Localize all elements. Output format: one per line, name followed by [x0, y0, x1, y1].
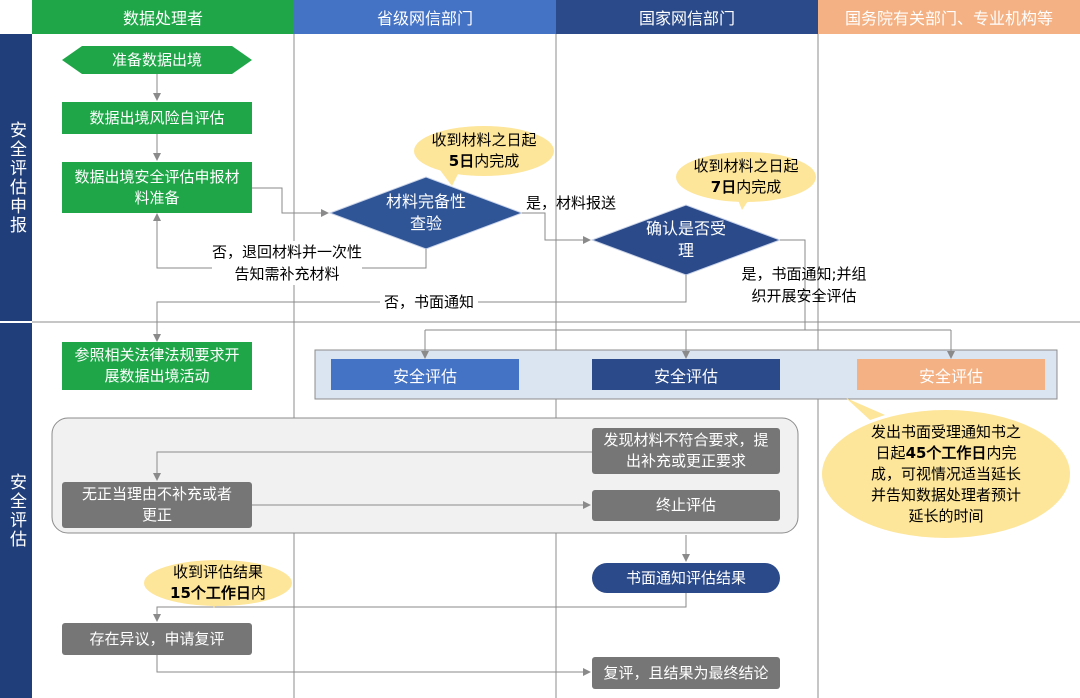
callout-five-b: 5日: [448, 152, 475, 170]
self-assess-node: 数据出境风险自评估: [62, 102, 252, 134]
lane-header-national: 国家网信部门: [556, 0, 818, 34]
lane-header-state-council: 国务院有关部门、专业机构等: [818, 0, 1080, 34]
callout-fortyfive: 发出书面受理通知书之日起45个工作日内完成，可视情况适当延长并告知数据处理者预计…: [822, 410, 1070, 538]
dispute-node: 存在异议，申请复评: [62, 623, 252, 655]
no-notice-label: 否，书面通知: [380, 291, 479, 313]
refer-laws-node: 参照相关法律法规要求开展数据出境活动: [62, 342, 252, 390]
callout-15-c: 内: [250, 584, 266, 602]
header-corner: [0, 0, 32, 34]
prepare-hexagon: [62, 46, 252, 74]
confirm-accept-text: 确认是否受理: [646, 219, 727, 260]
no-return-label: 否，退回材料并一次性告知需补充材料: [212, 241, 363, 285]
callout-five-c: 内完成: [474, 152, 520, 170]
callout-five-a: 收到材料之日起: [431, 131, 537, 149]
callout-seven-days: 收到材料之日起 7日内完成: [676, 152, 816, 202]
eval-state-council: 安全评估: [857, 359, 1045, 390]
phase-assessment-text: 安全评估: [6, 472, 26, 549]
callout-five-days: 收到材料之日起 5日内完成: [414, 126, 554, 176]
callout-45-a: 发出书面受理通知书之日起: [871, 422, 1022, 462]
apply-materials-node: 数据出境安全评估申报材料准备: [62, 162, 252, 213]
lane-header-processor: 数据处理者: [32, 0, 294, 34]
phase-label-application: 安全评估申报: [0, 34, 32, 321]
found-nonconform-node: 发现材料不符合要求，提出补充或更正要求: [592, 428, 780, 474]
eval-provincial: 安全评估: [331, 359, 519, 390]
callout-45-c: 内完成，可视情况适当延长并告知数据处理者预计延长的时间: [871, 443, 1022, 525]
callout-fifteen: 收到评估结果 15个工作日内: [144, 560, 292, 606]
review-final-node: 复评，且结果为最终结论: [592, 657, 780, 689]
callout-seven-b: 7日: [710, 178, 737, 196]
notify-result-shape: [592, 563, 780, 593]
prepare-node: 准备数据出境: [111, 51, 202, 69]
lane-header-provincial: 省级网信部门: [294, 0, 556, 34]
terminate-node: 终止评估: [592, 490, 780, 521]
callout-seven-a: 收到材料之日起: [693, 157, 799, 175]
callout-15-b: 15个工作日: [170, 584, 251, 602]
yes-notice-eval-label: 是，书面通知;并组织开展安全评估: [741, 265, 867, 305]
phase-application-text: 安全评估申报: [6, 120, 26, 235]
notify-result-node: 书面通知评估结果: [625, 569, 746, 587]
callout-seven-c: 内完成: [736, 178, 782, 196]
no-justification-node: 无正当理由不补充或者更正: [62, 482, 252, 528]
completeness-check-text: 材料完备性查验: [385, 192, 466, 233]
callout-45-b: 45个工作日: [905, 443, 987, 462]
eval-national: 安全评估: [592, 359, 780, 390]
yes-submit-label: 是，材料报送: [526, 194, 617, 212]
phase-label-assessment: 安全评估: [0, 323, 32, 698]
callout-15-a: 收到评估结果: [172, 563, 263, 581]
